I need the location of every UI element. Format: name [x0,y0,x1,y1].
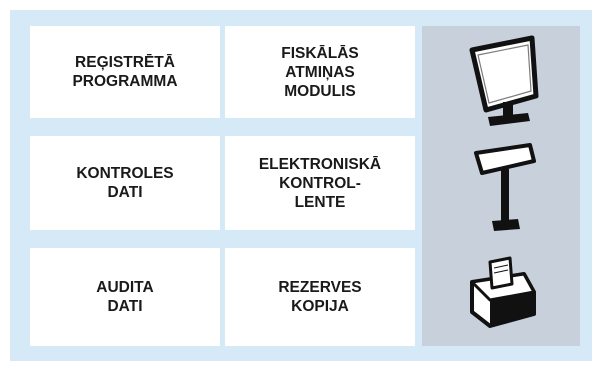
tile-label: ELEKTRONISKĀ KONTROL- LENTE [258,155,382,211]
tile-fiskalas-atminas-modulis: FISKĀLĀS ATMIŅAS MODULIS [225,26,415,118]
tile-audita-dati: AUDITA DATI [30,248,220,346]
tile-label: REZERVES KOPIJA [278,279,362,315]
diagram-frame: REĢISTRĒTĀ PROGRAMMA FISKĀLĀS ATMIŅAS MO… [10,10,592,361]
tile-registreta-programma: REĢISTRĒTĀ PROGRAMMA [30,26,220,118]
device-panel [422,26,580,346]
tile-label: FISKĀLĀS ATMIŅAS MODULIS [281,44,359,100]
touchscreen-terminal-icon [469,35,539,126]
receipt-printer-icon [470,256,536,328]
tile-kontroles-dati: KONTROLES DATI [30,136,220,230]
tile-label: KONTROLES DATI [76,165,174,201]
tile-label: AUDITA DATI [96,279,154,315]
tile-label: REĢISTRĒTĀ PROGRAMMA [72,54,178,90]
tile-rezerves-kopija: REZERVES KOPIJA [225,248,415,346]
customer-display-pole-icon [474,143,536,231]
tile-elektroniska-kontrollente: ELEKTRONISKĀ KONTROL- LENTE [225,136,415,230]
